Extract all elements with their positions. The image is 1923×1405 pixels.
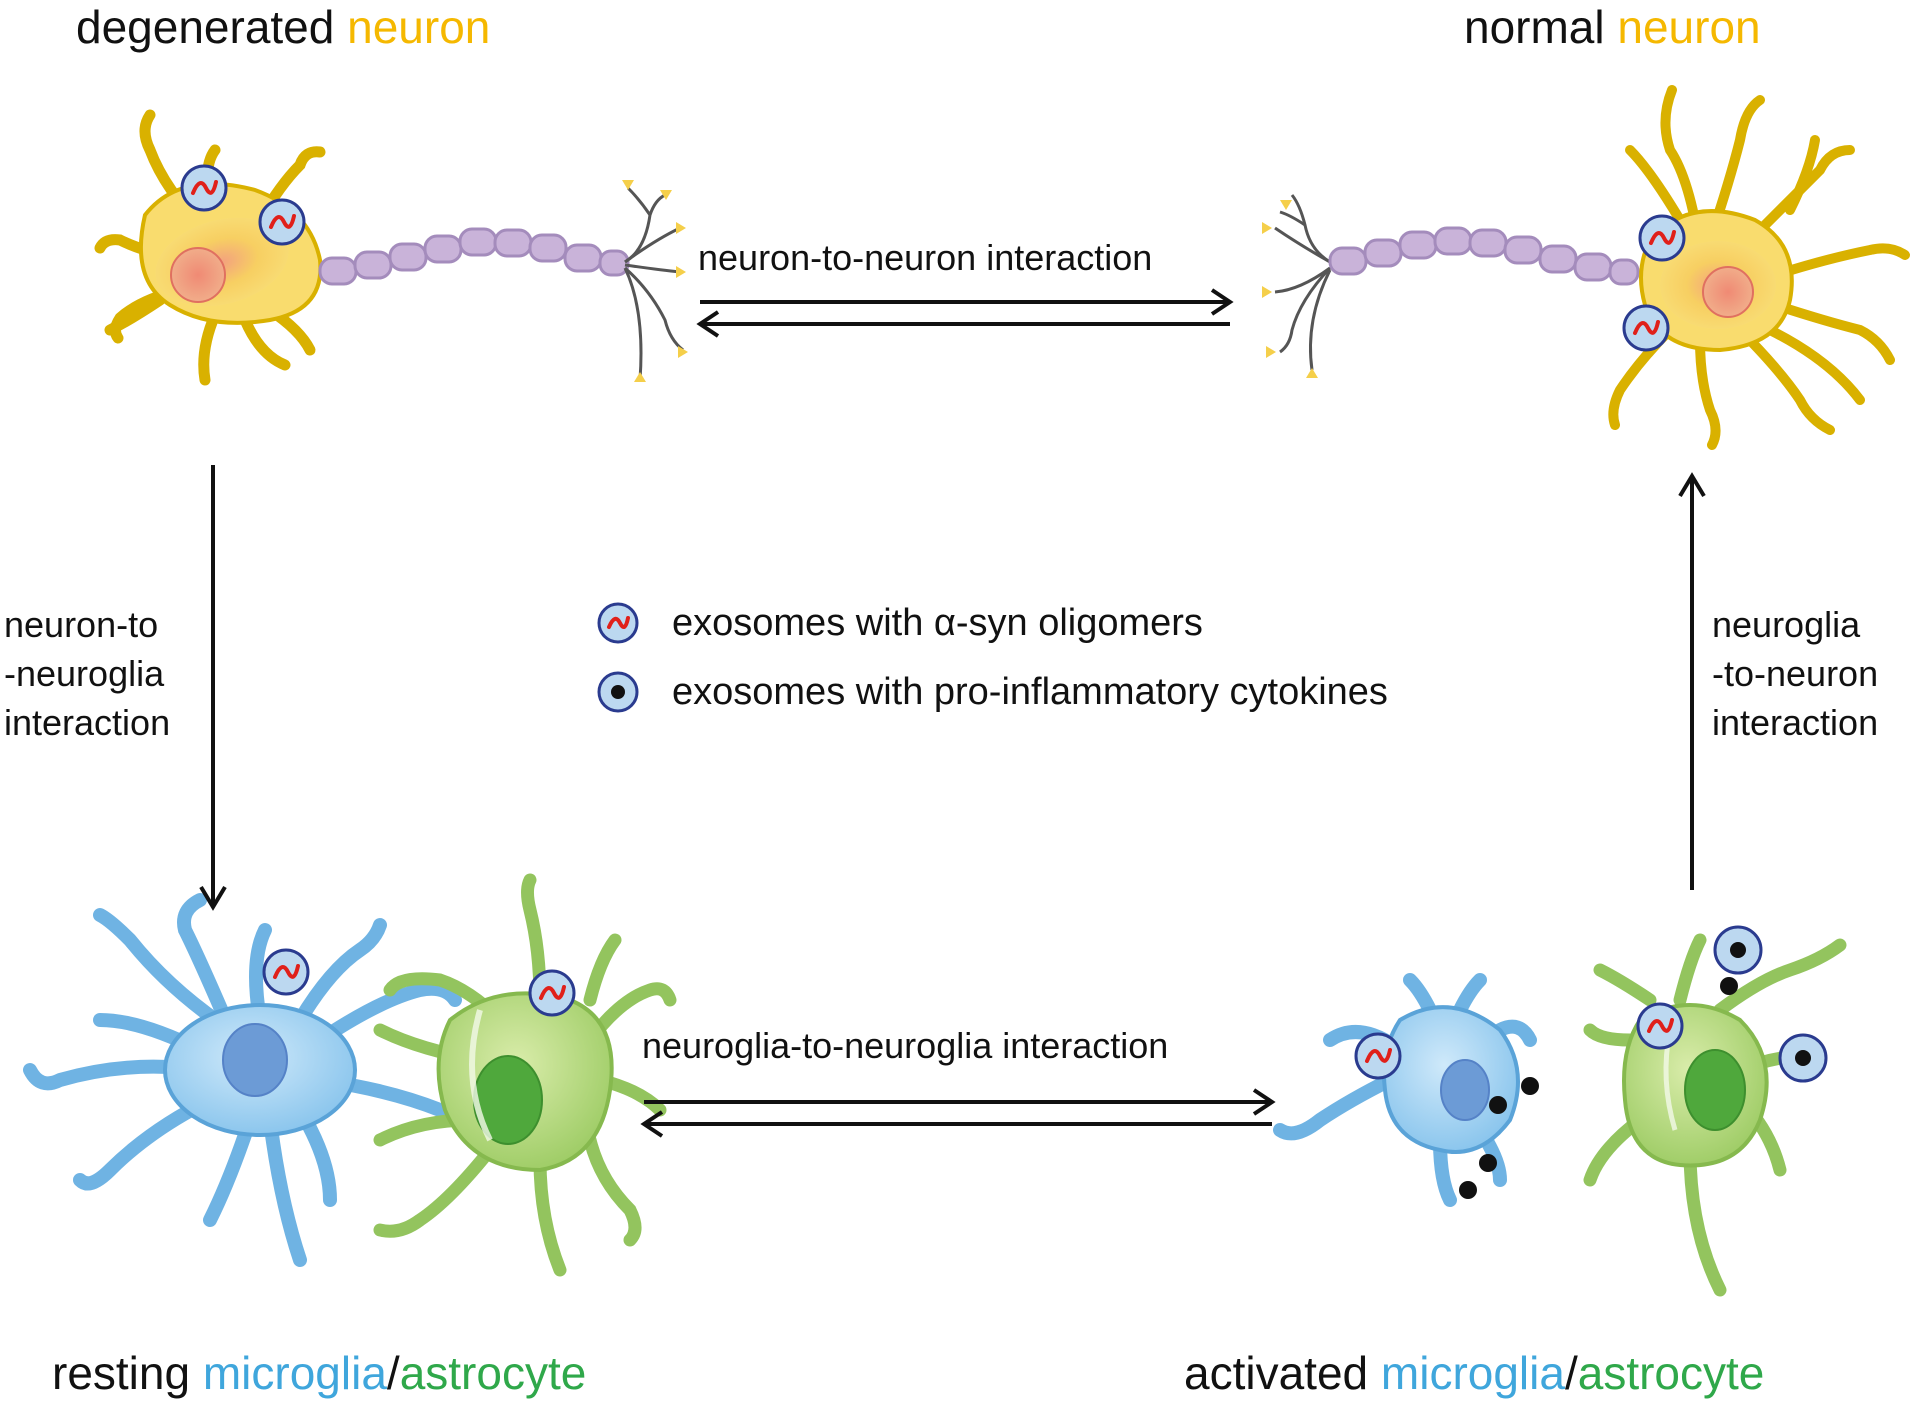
- label-line: -to-neuron: [1712, 653, 1879, 694]
- title-neuron: neuron: [347, 1, 491, 53]
- title-neuron: neuron: [1617, 1, 1761, 53]
- activated-microglia-illustration: [1273, 973, 1537, 1207]
- neuroglia-to-neuroglia-arrows: [640, 1088, 1276, 1138]
- axon-myelin: [318, 227, 630, 286]
- title-sep: /: [1564, 1347, 1578, 1399]
- label-line: interaction: [1712, 702, 1879, 743]
- neuroglia-to-neuron-arrow: [1678, 472, 1706, 890]
- cytokine-exosome-icon: [1778, 1033, 1828, 1083]
- title-sep: /: [386, 1347, 400, 1399]
- title-degenerated-neuron: degenerated neuron: [76, 4, 490, 50]
- title-resting-glia: resting microglia/astrocyte: [52, 1350, 586, 1396]
- alpha-syn-exosome-icon: [528, 969, 576, 1017]
- title-word: degenerated: [76, 1, 335, 53]
- label-neuroglia-to-neuron: neuroglia -to-neuron interaction: [1712, 600, 1917, 747]
- label-line: interaction: [4, 702, 171, 743]
- label-neuron-to-neuroglia: neuron-to -neuroglia interaction: [4, 600, 224, 747]
- alpha-syn-exosome-icon: [1622, 304, 1670, 352]
- label-neuron-to-neuron: neuron-to-neuron interaction: [698, 237, 1153, 278]
- title-microglia: microglia: [202, 1347, 387, 1399]
- resting-microglia-illustration: [23, 893, 462, 1267]
- alpha-syn-exosome-icon: [1638, 214, 1686, 262]
- label-neuroglia-to-neuroglia: neuroglia-to-neuroglia interaction: [642, 1025, 1169, 1066]
- title-word: activated: [1184, 1347, 1369, 1399]
- label-line: neuron-to: [4, 604, 159, 645]
- normal-neuron-illustration: [1262, 85, 1910, 450]
- alpha-syn-exosome-icon: [1354, 1032, 1402, 1080]
- title-word: resting: [52, 1347, 191, 1399]
- alpha-syn-exosome-icon: [258, 198, 306, 246]
- title-normal-neuron: normal neuron: [1464, 4, 1761, 50]
- title-astrocyte: astrocyte: [1577, 1347, 1765, 1399]
- legend-alpha-syn-exosome-icon: [597, 602, 639, 644]
- cytokine-exosome-icon: [1713, 925, 1763, 975]
- title-word: normal: [1464, 1, 1605, 53]
- alpha-syn-exosome-icon: [262, 948, 310, 996]
- legend-text-cytokines: exosomes with pro-inflammatory cytokines: [672, 671, 1388, 713]
- label-line: -neuroglia: [4, 653, 165, 694]
- resting-astrocyte-illustration: [373, 873, 677, 1277]
- title-activated-glia: activated microglia/astrocyte: [1184, 1350, 1764, 1396]
- activated-astrocyte-illustration: [1583, 933, 1847, 1297]
- degenerated-neuron-illustration: [94, 109, 688, 386]
- alpha-syn-exosome-icon: [1636, 1002, 1684, 1050]
- title-astrocyte: astrocyte: [399, 1347, 587, 1399]
- legend-cytokine-exosome-icon: [597, 671, 639, 713]
- free-cytokine-dots: [1459, 977, 1738, 1199]
- neuron-to-neuroglia-arrow: [199, 465, 227, 911]
- neuron-to-neuron-arrows: [696, 288, 1234, 338]
- label-line: neuroglia: [1712, 604, 1861, 645]
- alpha-syn-exosome-icon: [180, 164, 228, 212]
- legend-text-alpha-syn: exosomes with α-syn oligomers: [672, 602, 1203, 644]
- title-microglia: microglia: [1380, 1347, 1565, 1399]
